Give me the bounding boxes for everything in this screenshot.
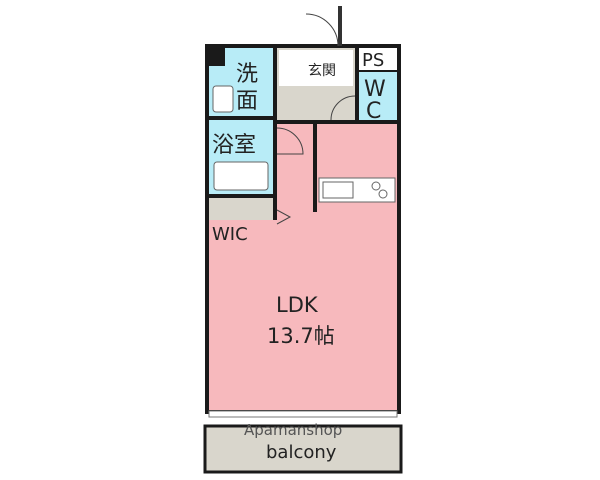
kitchen-zone <box>317 124 397 218</box>
ps-shaft <box>359 48 397 70</box>
bathtub <box>213 161 269 191</box>
label-washroom-1: 洗 <box>236 62 258 87</box>
front-door <box>338 6 342 46</box>
watermark-text: Apamanshop <box>244 421 342 439</box>
washbasin <box>212 85 234 113</box>
wc-door-swing <box>330 95 356 121</box>
wic-door-mark <box>276 209 292 225</box>
label-wic: WIC <box>212 224 248 245</box>
sink <box>322 181 354 199</box>
front-door-swing <box>305 13 339 47</box>
stove-burner-2 <box>378 189 388 199</box>
entrance-step <box>279 50 353 86</box>
wc-room <box>359 72 397 120</box>
bathroom-door-swing <box>276 127 304 155</box>
label-wc-w: W <box>364 77 386 102</box>
window-sash <box>208 410 398 418</box>
ldk-room <box>209 220 397 410</box>
label-wc-c: C <box>366 99 381 124</box>
label-ldk: LDK <box>276 293 319 317</box>
balcony-area <box>203 424 403 474</box>
label-balcony: balcony <box>266 442 337 463</box>
label-bathroom: 浴室 <box>212 133 256 158</box>
stove-burner-1 <box>371 181 381 191</box>
label-washroom-2: 面 <box>236 89 258 114</box>
ldk-upper <box>277 212 397 232</box>
label-entrance: 玄関 <box>308 62 336 79</box>
label-ldk-size: 13.7帖 <box>267 324 335 348</box>
pillar <box>209 48 225 66</box>
label-ps: PS <box>362 50 384 71</box>
